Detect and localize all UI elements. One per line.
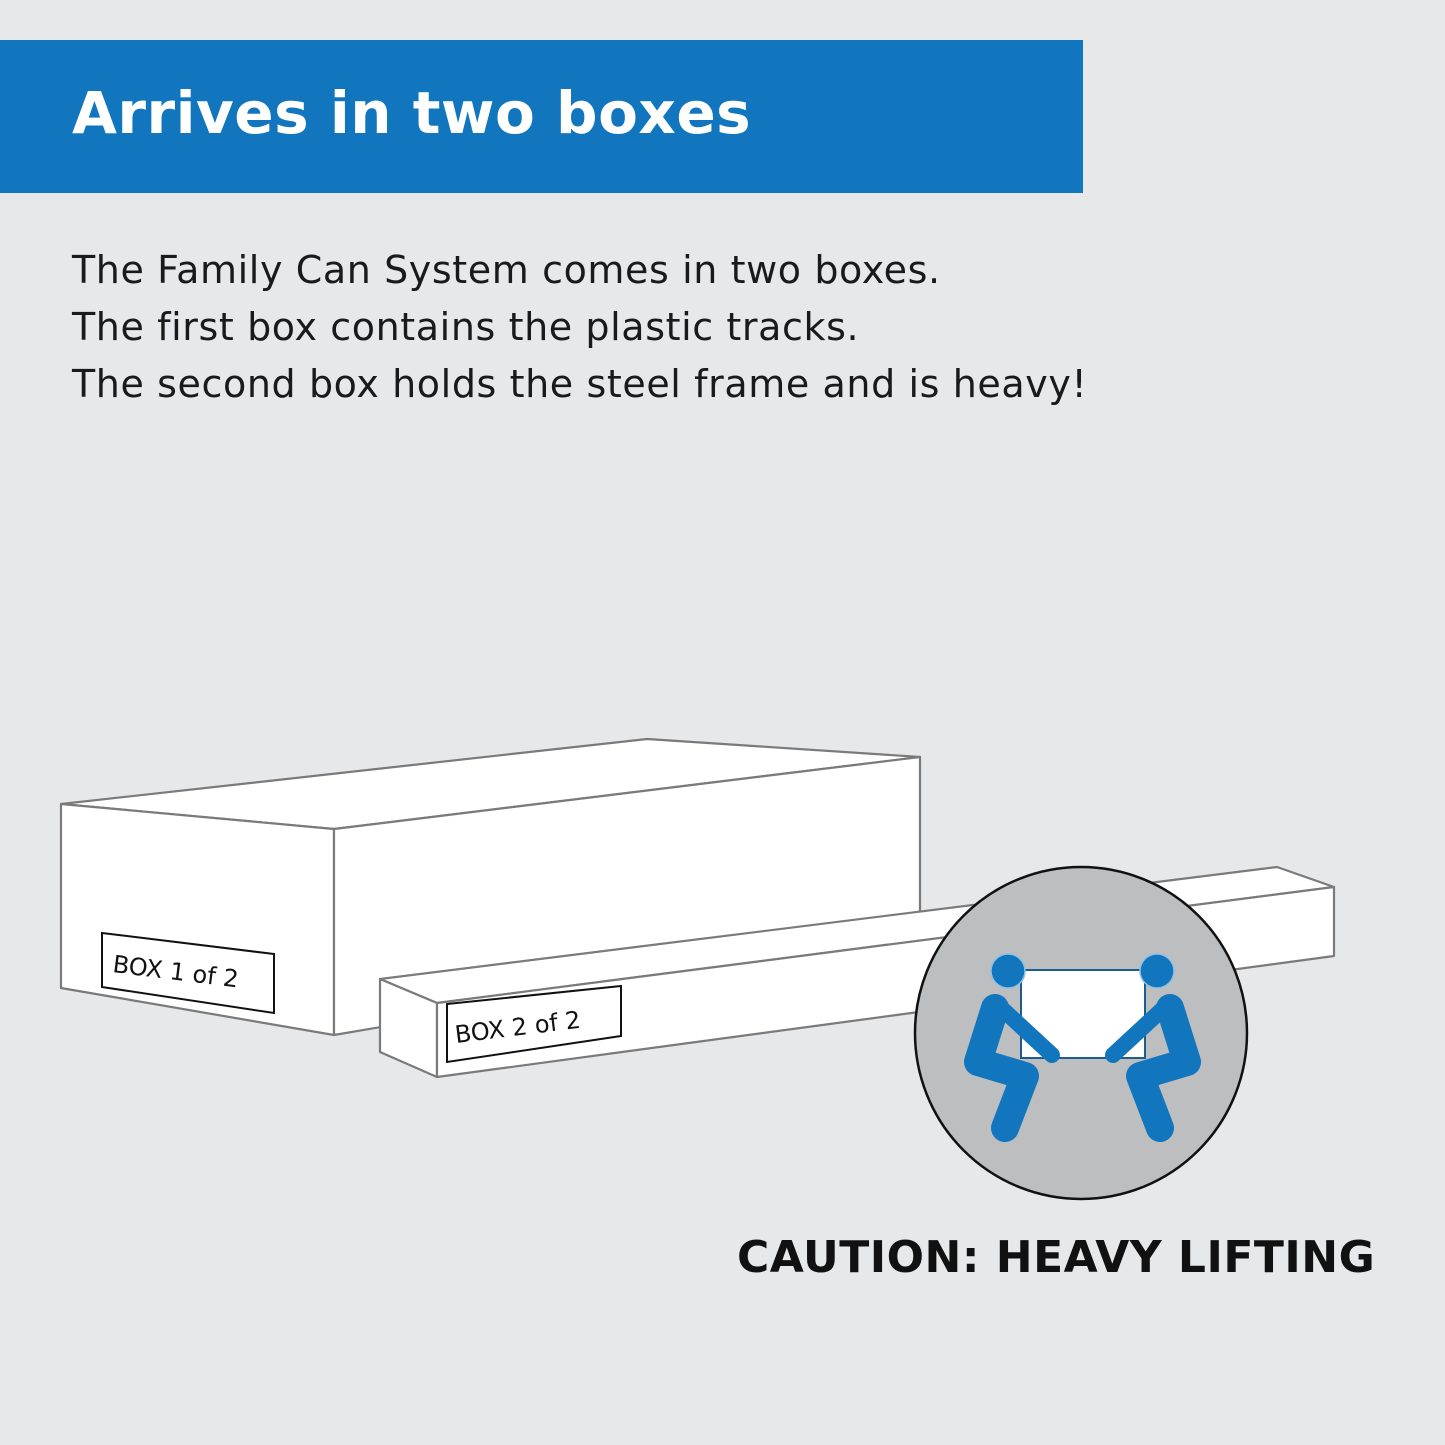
- description-line-1: The Family Can System comes in two boxes…: [72, 248, 941, 292]
- title-banner: Arrives in two boxes: [0, 40, 1083, 193]
- description-line-2: The first box contains the plastic track…: [72, 305, 860, 349]
- description: The Family Can System comes in two boxes…: [72, 242, 1087, 413]
- page-title: Arrives in two boxes: [72, 79, 752, 147]
- box-1-label: BOX 1 of 2: [101, 931, 275, 1015]
- box-2-label: BOX 2 of 2: [446, 984, 622, 1064]
- caution-text: CAUTION: HEAVY LIFTING: [737, 1232, 1376, 1283]
- two-person-lift-icon: [913, 865, 1249, 1201]
- description-line-3: The second box holds the steel frame and…: [72, 362, 1088, 406]
